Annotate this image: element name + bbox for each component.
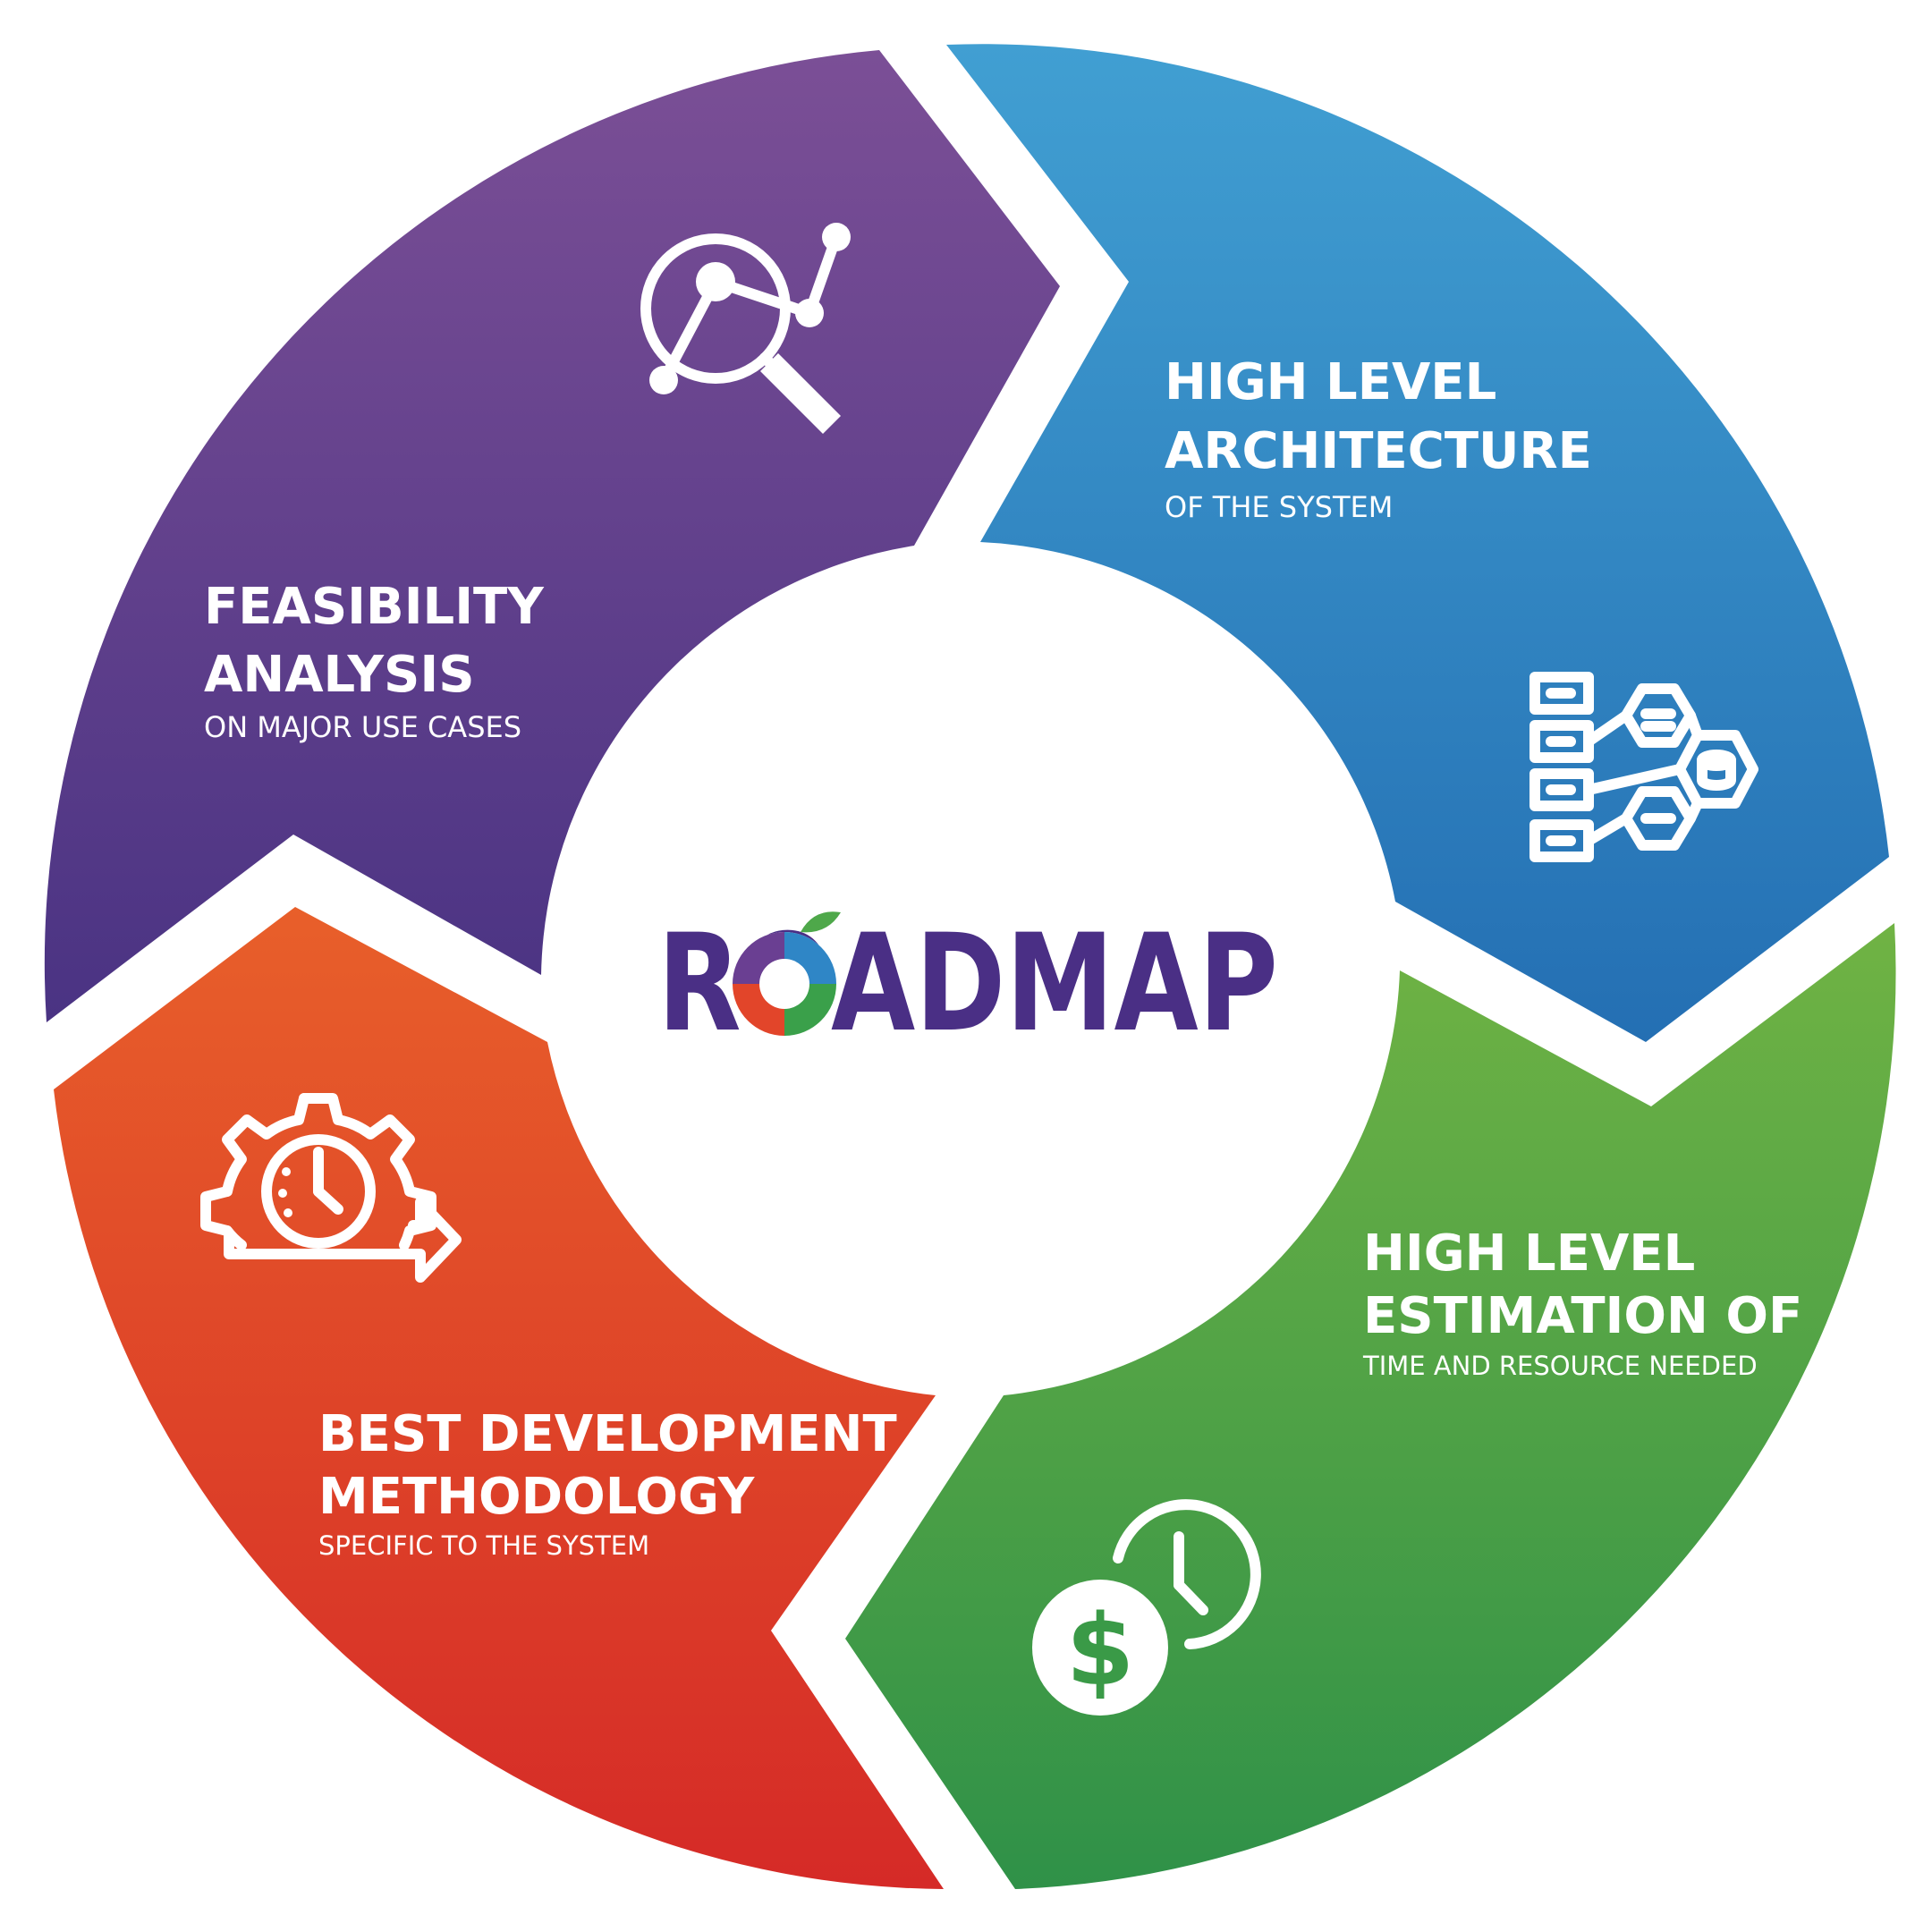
estimation-title-line2: ESTIMATION OF <box>1363 1287 1802 1345</box>
center-logo: ROADMAP <box>657 906 1278 1062</box>
feasibility-title-line1: FEASIBILITY <box>204 578 545 636</box>
methodology-subtitle: SPECIFIC TO THE SYSTEM <box>318 1530 649 1561</box>
estimation-subtitle: TIME AND RESOURCE NEEDED <box>1362 1351 1758 1381</box>
segment-feasibility: FEASIBILITY ANALYSIS ON MAJOR USE CASES <box>44 50 1060 1022</box>
architecture-subtitle: OF THE SYSTEM <box>1165 490 1393 524</box>
estimation-title-line1: HIGH LEVEL <box>1363 1224 1695 1283</box>
server-architecture-icon <box>1530 672 1758 862</box>
gear-clock-arrow-icon <box>200 1093 462 1283</box>
methodology-title-line2: METHODOLOGY <box>318 1468 756 1526</box>
segment-estimation: $ HIGH LEVEL ESTIMATION OF TIME AND RESO… <box>845 923 1896 1889</box>
segment-feasibility-shape <box>44 50 1060 1022</box>
feasibility-subtitle: ON MAJOR USE CASES <box>204 710 521 744</box>
segment-architecture-shape <box>946 44 1889 1043</box>
segment-methodology: BEST DEVELOPMENT METHODOLOGY SPECIFIC TO… <box>54 907 944 1889</box>
architecture-title-line1: HIGH LEVEL <box>1165 353 1496 411</box>
logo-o-ring-icon <box>733 911 841 1036</box>
segment-estimation-shape <box>845 923 1896 1889</box>
feasibility-title-line2: ANALYSIS <box>204 646 475 704</box>
segment-architecture: HIGH LEVEL ARCHITECTURE OF THE SYSTEM <box>946 44 1889 1043</box>
methodology-title-line1: BEST DEVELOPMENT <box>318 1405 897 1463</box>
dollar-icon: $ <box>1066 1593 1135 1707</box>
magnifier-network-icon <box>640 223 851 434</box>
segment-methodology-shape <box>54 907 944 1889</box>
money-time-icon: $ <box>1032 1499 1261 1716</box>
architecture-title-line2: ARCHITECTURE <box>1165 422 1592 480</box>
